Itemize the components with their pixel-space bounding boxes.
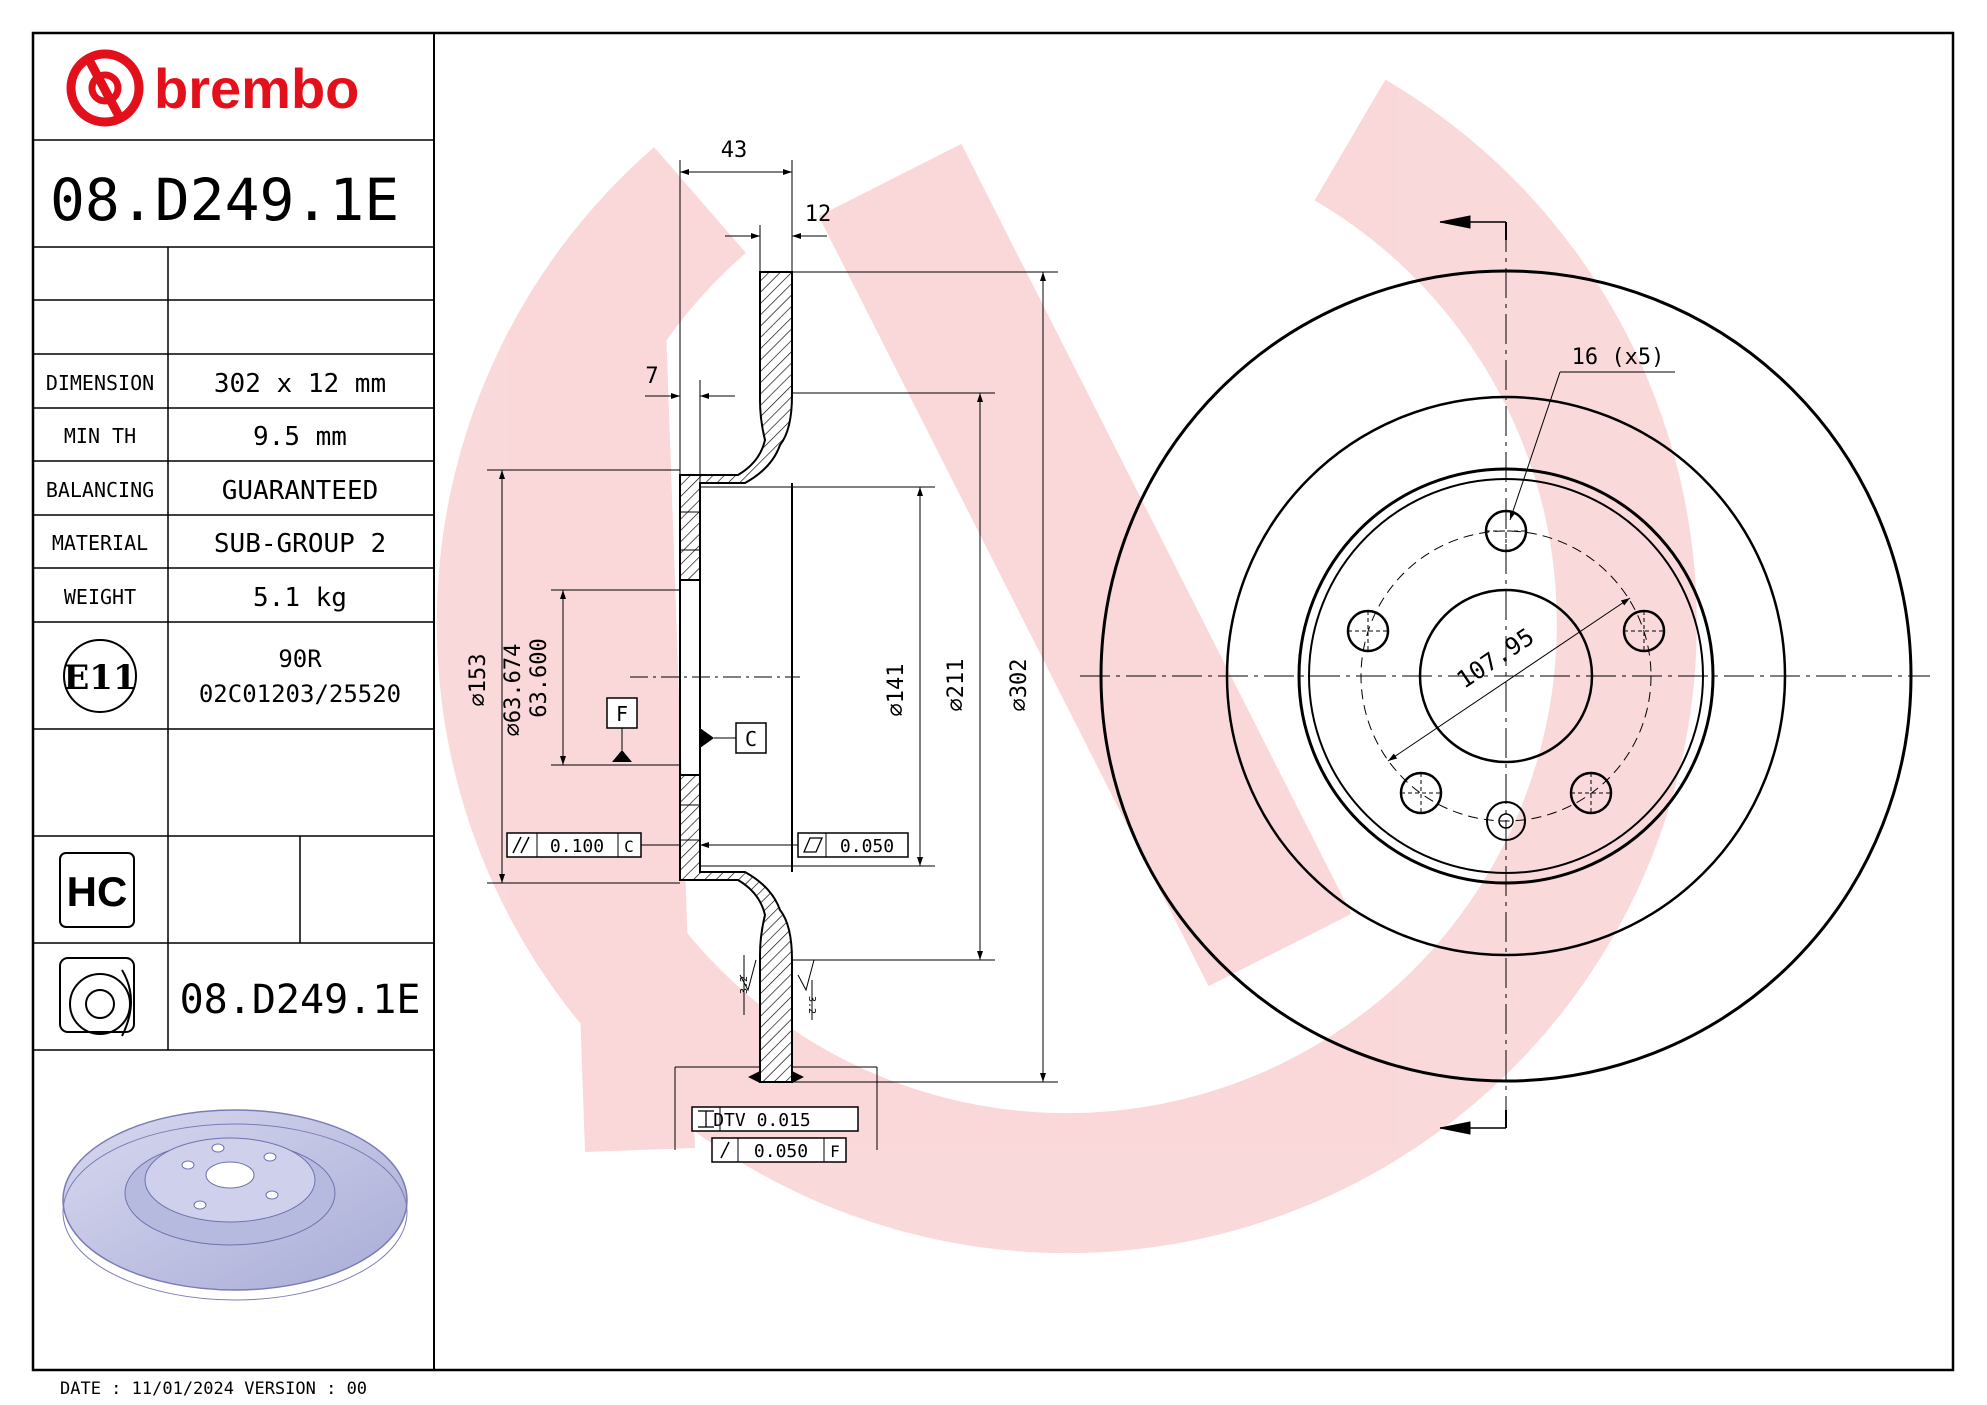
dim-141: ⌀141 (884, 664, 909, 717)
dim-12: 12 (805, 202, 832, 227)
dim-7: 7 (645, 364, 658, 389)
runout-value: 0.050 (754, 1141, 808, 1162)
surface-finish-b: 3.2 (797, 959, 817, 1020)
dim-153: ⌀153 (466, 654, 491, 707)
e11-badge-text: E11 (63, 658, 136, 698)
hc-badge-icon: HC (59, 852, 135, 928)
dim-holes: 16 (x5) (1572, 345, 1665, 370)
approval-regulation: 90R (278, 645, 322, 673)
spec-value-dimension: 302 x 12 mm (214, 369, 386, 399)
tolerance-flatness: 0.050 (700, 832, 909, 858)
brand-logo-text: brembo (154, 57, 359, 120)
dim-43: 43 (721, 138, 748, 163)
dim-211: ⌀211 (944, 659, 969, 712)
spec-label-dimension: DIMENSION (46, 371, 154, 395)
front-view (1080, 215, 1930, 1135)
part-number: 08.D249.1E (50, 166, 399, 234)
spec-label-min-th: MIN TH (64, 424, 136, 448)
svg-text:3.2: 3.2 (739, 976, 750, 994)
icon-part-number: 08.D249.1E (180, 977, 421, 1023)
flatness-value: 0.050 (840, 836, 894, 857)
surface-finish-a: 3.2 (739, 955, 757, 1015)
runout-ref: F (830, 1142, 840, 1161)
parallelism-icon (512, 836, 530, 854)
spec-value-material: SUB-GROUP 2 (214, 529, 386, 559)
disc-wear-icon (59, 957, 135, 1037)
section-view: C F 43 12 7 ⌀153 ⌀63.674 63.600 (466, 138, 1058, 1163)
spec-label-weight: WEIGHT (64, 585, 136, 609)
spec-table: DIMENSION 302 x 12 mm MIN TH 9.5 mm BALA… (46, 369, 386, 613)
dim-302: ⌀302 (1007, 659, 1032, 712)
datum-c: C (745, 727, 757, 751)
runout-icon (720, 1141, 730, 1159)
svg-text:3.2: 3.2 (806, 996, 817, 1014)
tolerance-dtv: DTV 0.015 (674, 1066, 878, 1150)
tolerance-runout: 0.050 F (711, 1137, 847, 1163)
e11-badge-icon: E11 (63, 639, 137, 713)
spec-value-balancing: GUARANTEED (222, 476, 379, 506)
diameter-icon: ⌀ (466, 693, 491, 706)
parallel-ref: C (624, 837, 634, 856)
thickness-variation-icon (698, 1110, 714, 1128)
dim-153-value: 153 (466, 654, 491, 694)
flatness-icon (803, 837, 823, 853)
spec-value-weight: 5.1 kg (253, 583, 347, 613)
section-profile-top (679, 271, 793, 581)
dim-63-600: 63.600 (527, 638, 552, 717)
disc-render-icon (62, 1109, 408, 1301)
tolerance-parallel: 0.100 C (506, 832, 680, 858)
approval-number: 02C01203/25520 (199, 680, 401, 708)
footer-date-version: DATE : 11/01/2024 VERSION : 00 (60, 1379, 367, 1399)
dim-bolt-circle: 107.95 (1452, 623, 1540, 695)
datum-f: F (616, 702, 628, 726)
dim-63-674: ⌀63.674 (501, 644, 526, 737)
hc-badge-text: HC (67, 868, 128, 915)
spec-value-min-th: 9.5 mm (253, 422, 347, 452)
title-block (33, 139, 434, 1051)
spec-label-balancing: BALANCING (46, 478, 154, 502)
parallel-value: 0.100 (550, 836, 604, 857)
brembo-logo-icon: brembo (66, 49, 359, 127)
brembo-watermark (436, 79, 1697, 1254)
spec-label-material: MATERIAL (52, 531, 148, 555)
dtv-label: DTV 0.015 (713, 1110, 811, 1131)
